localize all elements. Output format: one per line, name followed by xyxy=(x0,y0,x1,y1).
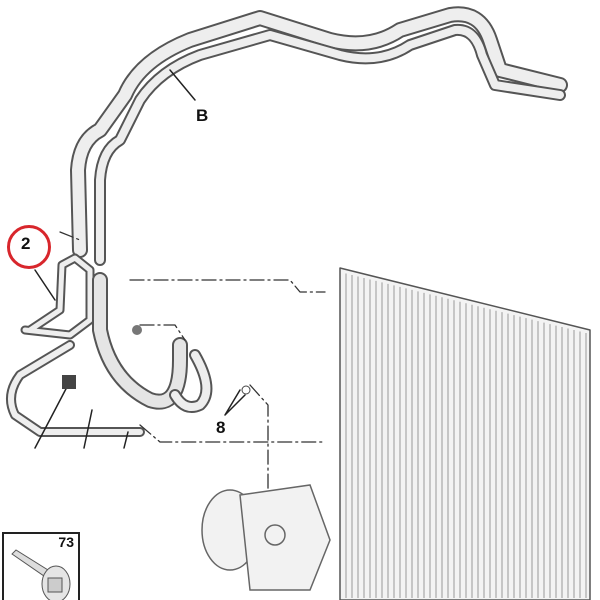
label-part-2[interactable]: 2 xyxy=(21,234,31,253)
highlight-circle xyxy=(7,225,51,269)
part-73-inset[interactable]: 73 xyxy=(2,532,80,600)
label-part-73: 73 xyxy=(58,534,74,550)
bolt-icon xyxy=(11,549,71,600)
condenser xyxy=(339,267,591,600)
label-part-8[interactable]: 8 xyxy=(216,418,226,437)
label-b: B xyxy=(196,106,209,125)
suction-hose xyxy=(92,272,188,410)
compressor xyxy=(201,484,331,591)
